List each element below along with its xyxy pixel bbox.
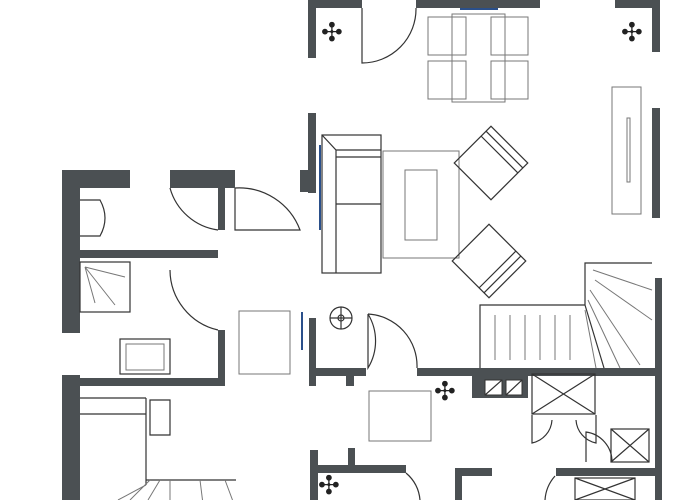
sideboard-detail [626,117,631,183]
sofa [321,134,382,274]
sideboard [611,86,642,215]
wall [416,0,540,8]
wall [309,318,316,386]
chair [490,60,529,100]
wall [218,188,225,230]
door-swing [544,475,556,500]
armchair [451,223,527,299]
wall [62,375,80,500]
wall [615,0,660,8]
wall [308,0,362,8]
chair [427,60,467,100]
wall [308,113,316,193]
hall-table [368,390,432,442]
sideboard-body [611,86,642,215]
cabinet [531,373,650,500]
lower-staircase [80,397,236,500]
door-swing [405,472,421,500]
wall [316,368,366,376]
wall [455,468,492,476]
wall [170,170,235,188]
rug [382,150,460,259]
armchair [453,125,529,201]
wall [652,108,660,218]
door-swing [367,313,418,371]
wall [556,468,656,476]
plant-icon: ✣ [321,18,343,48]
doors [169,7,613,500]
plant-icon: ✣ [434,377,456,407]
wall [310,450,318,500]
wall [300,170,310,192]
dining-set [427,13,529,103]
door-swing [361,7,417,64]
toilet [80,199,106,237]
hall-bench [238,310,291,375]
sink [119,338,171,375]
wall [218,330,225,385]
staircase [479,262,653,369]
floor-lamp-icon [329,306,353,330]
plant-icon: ✣ [318,471,340,500]
wall [346,368,354,386]
window-accent [319,145,321,230]
chair [427,16,467,56]
window-accent [460,8,498,10]
plant-icon: ✣ [621,18,643,48]
wall [80,378,225,386]
wall [308,0,316,58]
door-swing [169,187,219,231]
door-swing [531,415,597,444]
chair [490,16,529,56]
stove-icon [484,379,523,396]
walls [62,0,662,500]
sofa-cushions [321,134,381,273]
door-swing [169,269,219,331]
wall [417,368,657,376]
window-accent [301,312,303,350]
wall [62,170,80,333]
wall [318,465,406,473]
door-swing [585,431,613,463]
wall [80,250,218,258]
wall [455,468,462,500]
wall [652,0,660,52]
door-swing [234,187,301,231]
dining-table [451,13,506,103]
wall [655,278,662,500]
shower [79,261,131,313]
wall [348,448,355,468]
stair-treads [494,269,653,369]
coffee-table [404,169,438,241]
